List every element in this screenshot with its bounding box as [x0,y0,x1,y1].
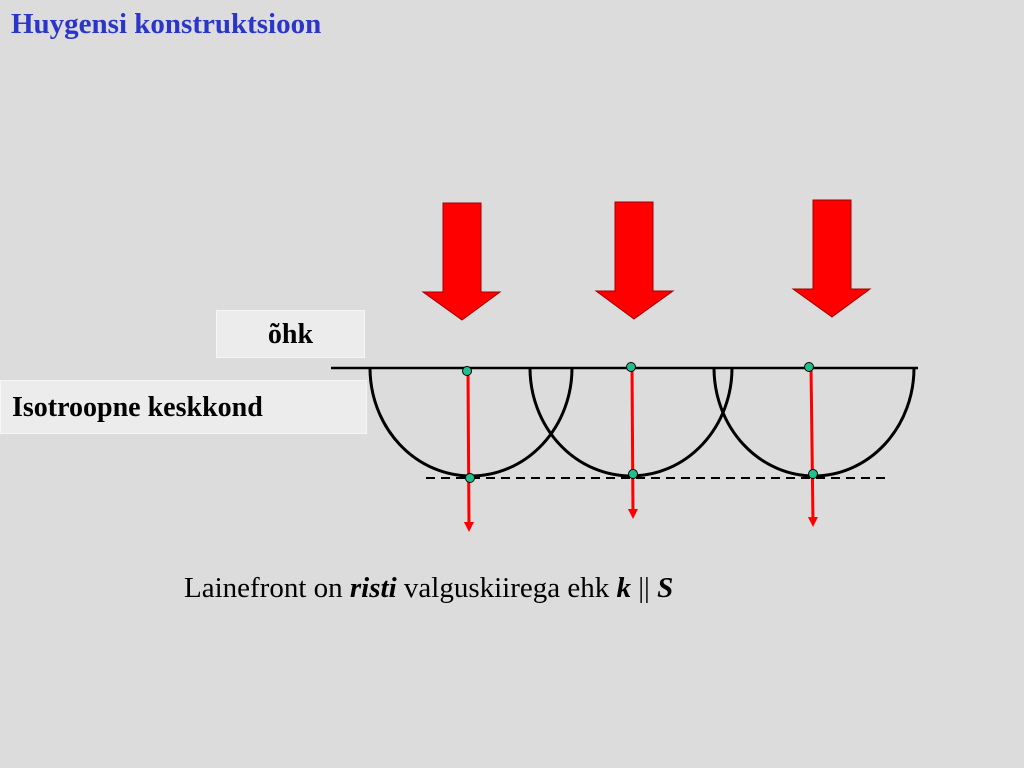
incident-arrows [421,199,872,321]
ray-middle [627,366,638,519]
caption: Lainefront on risti valguskiirega ehk k … [184,572,673,605]
point-front-left [465,473,475,483]
point-front-middle [628,469,638,479]
incident-arrow-left [421,202,502,321]
wavelet-right [712,367,916,478]
caption-parallel: || [631,572,658,604]
medium-label: Isotroopne keskkond [0,380,367,434]
caption-part1: Lainefront on [184,572,350,604]
caption-k-vector: k [616,572,632,604]
ray-right [807,366,818,527]
slide-title: Huygensi konstruktsioon [11,8,322,40]
ray-left [463,370,474,532]
point-source-middle [626,362,636,372]
wave-points [462,362,818,483]
caption-risti: risti [349,572,397,604]
caption-part3: valguskiirega ehk [396,572,617,604]
secondary-wavelets [368,367,916,478]
point-source-right [804,362,814,372]
wavelet-left [368,367,574,478]
incident-arrow-middle [594,201,675,320]
air-label: õhk [216,310,365,358]
point-front-right [808,469,818,479]
refracted-rays [463,366,818,532]
caption-s-vector: S [657,572,674,604]
point-source-left [462,366,472,376]
incident-arrow-right [791,199,872,318]
